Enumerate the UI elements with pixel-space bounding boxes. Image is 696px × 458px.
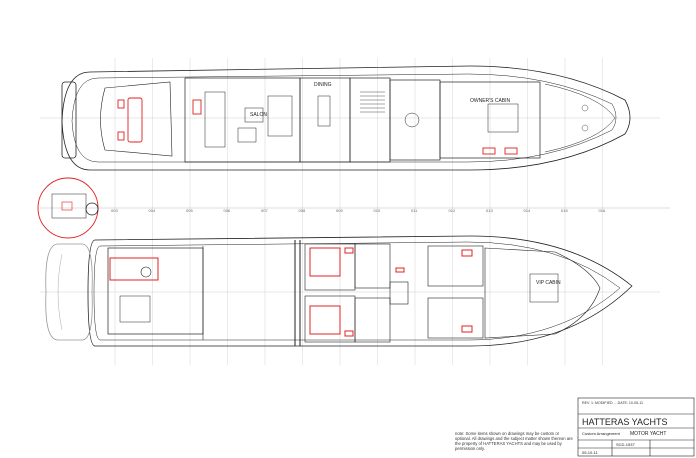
dining-table <box>317 95 331 127</box>
lower-red-items <box>109 247 473 337</box>
station-label: 010 <box>374 208 381 213</box>
cabin-item-stbd-red <box>461 325 473 333</box>
station-label: 005 <box>186 208 193 213</box>
windlass-stbd <box>581 124 589 132</box>
owner-item-red-2 <box>504 147 518 155</box>
crew-red-circle-area <box>109 257 159 281</box>
helm <box>404 112 420 128</box>
cabin-port-2 <box>427 245 484 287</box>
guest-stateroom-stbd <box>304 295 356 343</box>
label-vip-cabin: VIP CABIN <box>536 280 561 286</box>
head-item-stbd-red <box>344 330 354 337</box>
station-label: 015 <box>561 208 568 213</box>
guest-bed-stbd-red <box>309 305 341 335</box>
crew-area <box>107 247 204 335</box>
station-label: 008 <box>299 208 306 213</box>
station-label: 004 <box>149 208 156 213</box>
tb-vessel: MOTOR YACHT <box>630 431 666 437</box>
cabin-stbd-2 <box>427 297 484 339</box>
station-label: 003 <box>111 208 118 213</box>
owners-cabin-area <box>439 81 541 159</box>
station-label: 006 <box>224 208 231 213</box>
misc-red-1 <box>395 267 405 273</box>
head-port <box>354 243 391 289</box>
salon-table <box>237 127 257 143</box>
cabin-item-port-red <box>461 249 473 257</box>
owners-bed <box>487 103 519 133</box>
station-label: 007 <box>261 208 268 213</box>
label-owners-cabin: OWNER'S CABIN <box>470 98 511 104</box>
crew-fixture <box>140 266 152 278</box>
lower-deck-plan <box>45 235 633 347</box>
lower-hull-inner <box>93 241 621 341</box>
station-label: 016 <box>599 208 606 213</box>
aft-chair-red-1 <box>117 99 125 109</box>
head-stbd <box>354 297 391 343</box>
lower-hull-outline <box>87 235 633 347</box>
lower-stair <box>389 281 409 305</box>
upper-hull-inner <box>71 73 617 163</box>
label-dining: DINING <box>314 82 332 88</box>
salon-walls <box>184 77 301 163</box>
drawing-note: note: Some items shown on drawings may b… <box>455 431 573 451</box>
salon-cabinet <box>267 95 293 137</box>
revision-line: REV. 1: MODIFIED ... DATE: 10-05-11 <box>582 401 644 405</box>
upper-stair <box>360 91 385 113</box>
aft-cockpit <box>100 81 173 157</box>
vip-bed <box>529 273 559 303</box>
station-label: 011 <box>411 208 418 213</box>
aft-table-red <box>127 97 143 143</box>
detail-callout <box>37 177 99 239</box>
salon-chair <box>244 107 264 123</box>
station-label: 009 <box>336 208 343 213</box>
tb-date: 05-10-11 <box>582 450 598 455</box>
label-salon: SALON <box>250 112 267 118</box>
cockpit-item-red <box>192 99 202 115</box>
station-label: 014 <box>524 208 531 213</box>
swim-platform <box>61 81 77 159</box>
guest-bed-port-red <box>309 247 341 277</box>
galley <box>349 77 391 163</box>
tb-company: HATTERAS YACHTS <box>582 417 668 427</box>
station-label: 013 <box>486 208 493 213</box>
tb-subtitle: Custom Arrangement <box>582 431 621 436</box>
station-labels: 003 004 005 006 007 008 009 010 011 012 013 014 015 0… <box>111 208 606 213</box>
bow-deck <box>544 83 616 153</box>
guest-stateroom-port <box>304 243 356 291</box>
owner-item-red-1 <box>482 147 496 155</box>
aft-chair-red-2 <box>117 131 125 141</box>
tender <box>45 243 93 341</box>
tb-number: SCD-1537 <box>616 442 635 447</box>
title-block <box>577 397 695 457</box>
salon-sofa <box>204 91 226 148</box>
station-grid <box>114 58 603 365</box>
dining-area <box>299 77 351 163</box>
vip-cabin <box>484 247 601 339</box>
head-item-port-red <box>344 247 354 254</box>
upper-red-items <box>117 97 518 155</box>
windlass-port <box>581 104 589 112</box>
upper-deck-plan <box>61 65 631 171</box>
station-label: 012 <box>449 208 456 213</box>
crew-bunk <box>119 295 151 323</box>
